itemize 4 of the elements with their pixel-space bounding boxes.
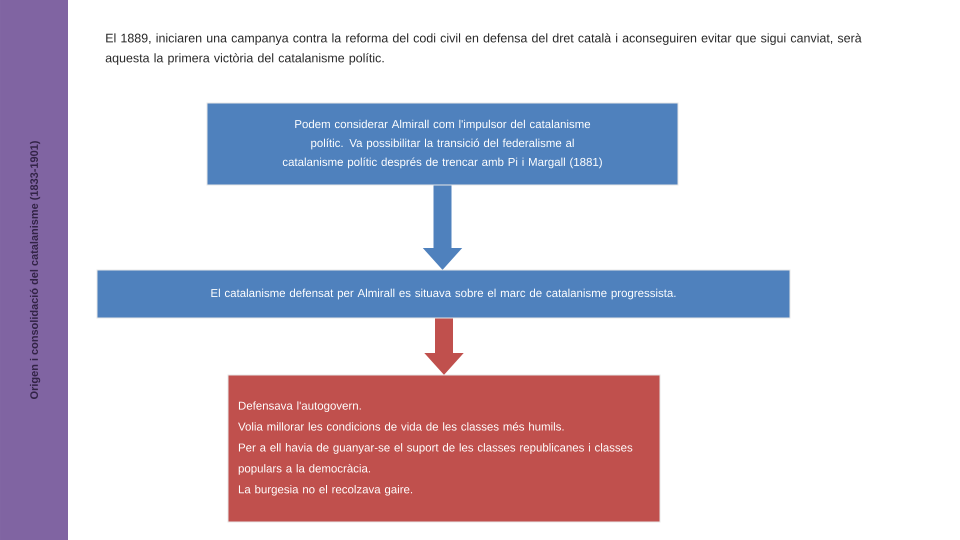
intro-paragraph: El 1889, iniciaren una campanya contra la reforma del codi civil en defensa del dret català i aconseguiren evitar que sigui canviat, serà aquesta la primera victòria del catalanisme polític. <box>106 33 862 65</box>
process-box: Defensava l'autogovern. Volia millorar les condicions de vida de les classes més humils. Per a ell havia de guanyar-se el suport de les classes republicanes i classes populars a la democràcia. La burgesia no el recolzava gaire. <box>228 374 660 522</box>
process-box: Podem considerar Almirall com l'impulsor del catalanisme polític. Va possibilitar la transició del federalisme al catalanisme polític després de trencar amb Pi i Margall (1881) <box>206 102 678 186</box>
sidebar-title: Origen i consolidació del catalanisme (1833-1901) <box>30 141 40 399</box>
